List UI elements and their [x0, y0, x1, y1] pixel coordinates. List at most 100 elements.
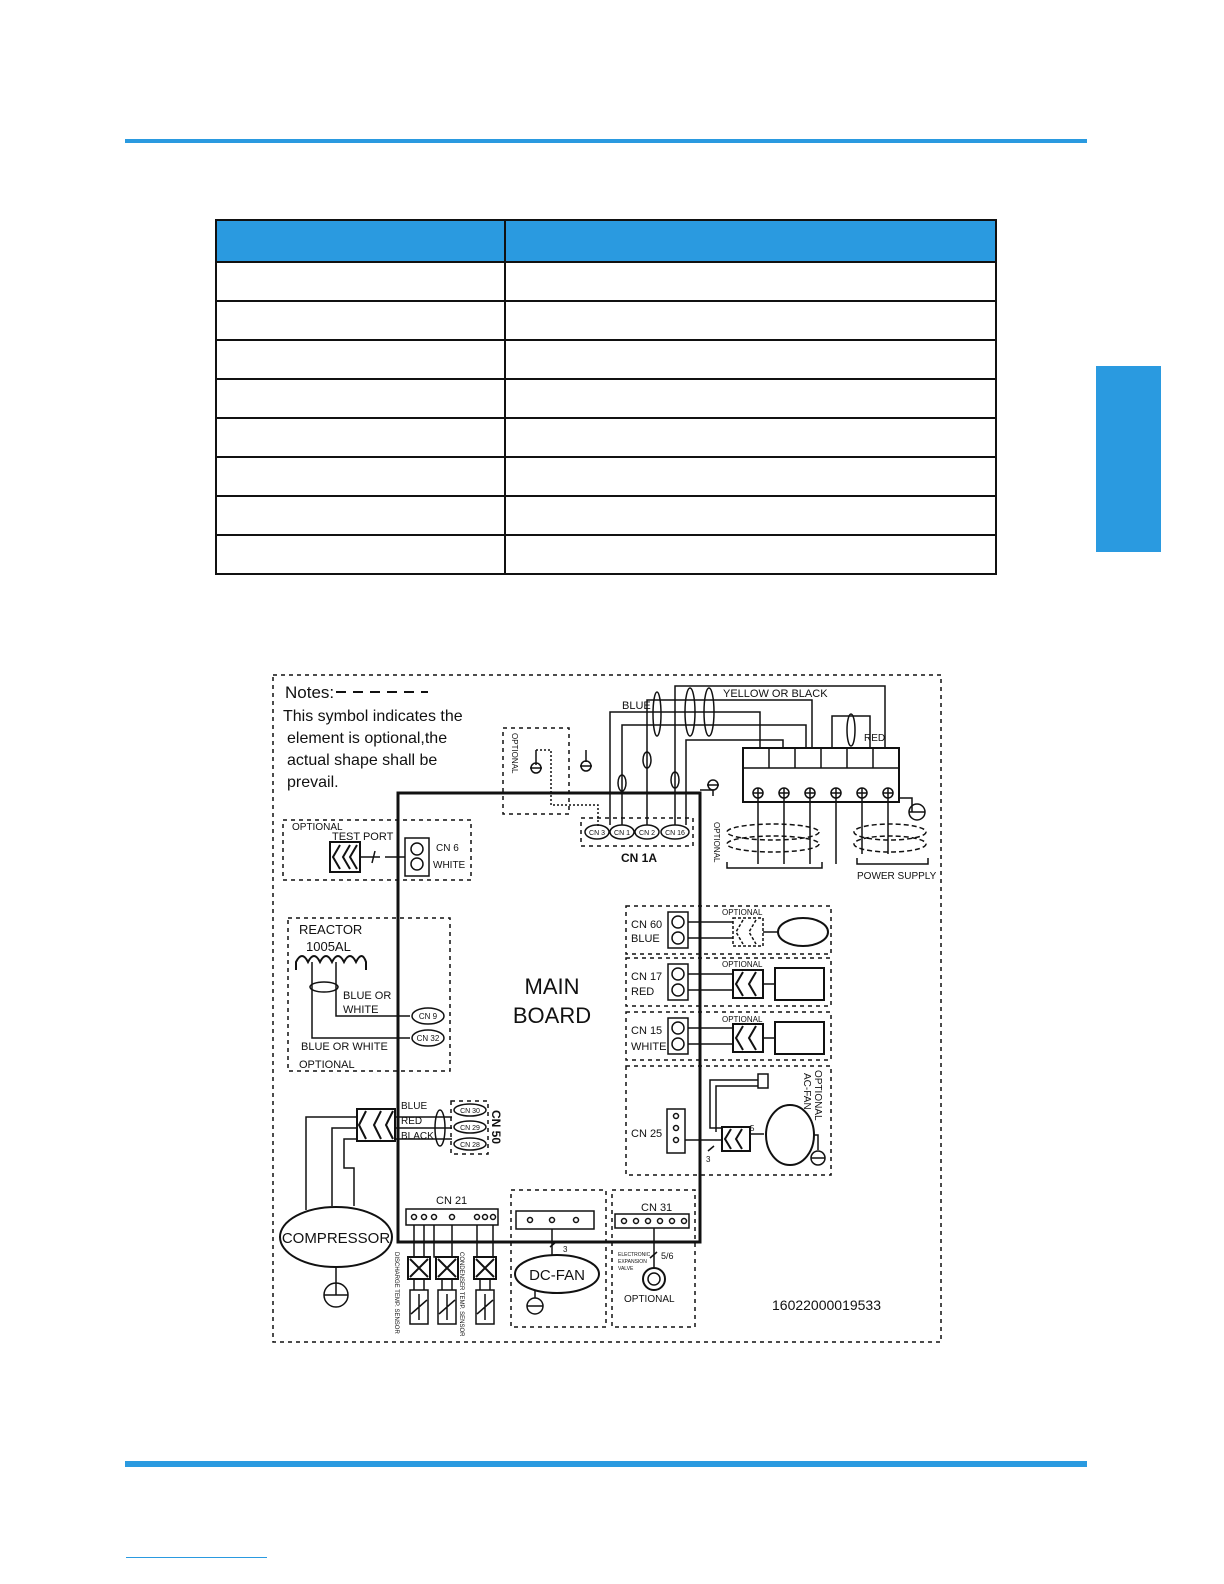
sensor-connector [473, 1256, 497, 1280]
connector-cn3 [584, 824, 610, 840]
notes-line: prevail. [287, 774, 339, 791]
reactor-model-label: 1005AL [306, 939, 351, 954]
connector-label: CN 30 [460, 1108, 480, 1115]
connector-cn21 [405, 1208, 499, 1226]
ground-icon [908, 803, 926, 821]
reactor-label: REACTOR [299, 922, 362, 937]
connector-label: CN 25 [631, 1128, 662, 1140]
optional-cn60-box [625, 905, 832, 955]
power-supply-label: POWER SUPPLY [857, 871, 937, 882]
table-row [215, 534, 997, 575]
cable-bundle [853, 823, 927, 841]
connector-label: CN 1 [614, 830, 630, 837]
optional-cn17-box [625, 957, 832, 1007]
terminal-screw [830, 787, 842, 799]
connector-label: CN 6 [436, 843, 459, 854]
wire-color-label: BLUE OR [343, 990, 391, 1002]
table-row [215, 495, 997, 536]
notes-line: actual shape shall be [287, 752, 437, 769]
wire-bundle-marker [846, 713, 856, 747]
connector-label: CN 28 [460, 1142, 480, 1149]
dc-fan-box [510, 1189, 607, 1328]
optional-testport-box [282, 819, 472, 881]
footer-link-underline[interactable] [126, 1557, 267, 1558]
ground-icon [323, 1282, 349, 1308]
table-cell [504, 378, 997, 419]
optional-component-box [774, 1021, 825, 1055]
connector-cn30 [453, 1103, 487, 1117]
wire-color-label: RED [864, 733, 885, 744]
eev-box [611, 1189, 696, 1328]
section-side-tab[interactable] [1096, 366, 1161, 552]
optional-label: OPTIONAL [510, 733, 519, 774]
dc-fan-label: DC-FAN [529, 1267, 585, 1284]
terminal-screw [752, 787, 764, 799]
connector-dcfan [515, 1210, 595, 1230]
optional-label: OPTIONAL [812, 1070, 823, 1121]
wire-ferrite [642, 751, 652, 769]
cn50-group [450, 1100, 489, 1155]
sensor-label: CONDENSER TEMP. SENSOR [458, 1252, 464, 1337]
optional-label: OPTIONAL [624, 1294, 675, 1305]
wire-count-label: 3 [706, 1155, 711, 1164]
wire-bundle-marker [684, 687, 696, 737]
table-header-row [215, 219, 997, 263]
reactor-box [287, 917, 451, 1072]
optional-component-oval [777, 917, 829, 947]
table-cell [215, 534, 506, 575]
wire-color-label: WHITE [433, 860, 466, 871]
wire-count-label: 5/6 [661, 1251, 674, 1261]
connector-cn28 [453, 1137, 487, 1151]
connector-cn60 [667, 911, 689, 949]
ac-fan-motor [765, 1104, 815, 1166]
connector-cn25 [666, 1108, 686, 1154]
ac-fan-label: AC-FAN [801, 1073, 812, 1110]
optional-label: OPTIONAL [712, 822, 721, 863]
wire-bundle-marker [703, 687, 715, 737]
spec-table [215, 219, 997, 575]
diagram-frame [272, 674, 942, 1343]
table-row [215, 417, 997, 458]
table-cell [504, 300, 997, 341]
terminal-screw [778, 787, 790, 799]
connector-label: CN 21 [436, 1195, 467, 1207]
reactor-coil [295, 955, 367, 970]
connector-label: CN 32 [417, 1034, 440, 1043]
table-cell [504, 495, 997, 536]
discharge-temp-sensor [409, 1289, 429, 1325]
table-cell [504, 261, 997, 302]
ground-icon [530, 762, 542, 774]
sensor-label: DISCHARGE TEMP. SENSOR [393, 1252, 399, 1334]
optional-ground-wire [536, 749, 599, 826]
wire-count-label: 3 [563, 1245, 568, 1254]
table-header-cell [504, 219, 997, 263]
connector-group-label: CN 50 [489, 1110, 503, 1144]
ground-icon [526, 1297, 544, 1315]
notes-line: This symbol indicates the [283, 708, 463, 725]
optional-label: OPTIONAL [722, 960, 763, 969]
table-cell [504, 339, 997, 380]
wire-color-label: WHITE [631, 1041, 666, 1053]
optional-component-box [774, 967, 825, 1001]
test-port-label: TEST PORT [332, 831, 394, 843]
optional-label: OPTIONAL [292, 822, 343, 833]
table-row [215, 378, 997, 419]
wire-color-label: RED [631, 986, 654, 998]
optional-cn15-box [625, 1011, 832, 1061]
terminal-screw [856, 787, 868, 799]
main-board-label: BOARD [513, 1003, 591, 1028]
part-number: 16022000019533 [772, 1297, 881, 1313]
wire-bundle-marker [652, 691, 662, 737]
table-row [215, 339, 997, 380]
ground-icon [810, 1150, 826, 1166]
connector-cn32 [411, 1029, 445, 1047]
compressor-connector [356, 1108, 396, 1142]
ground-icon [580, 760, 592, 772]
wire-color-label: WHITE [343, 1004, 378, 1016]
connector-label: CN 3 [589, 830, 605, 837]
footer-rule [125, 1461, 1087, 1467]
cable-bundle [726, 823, 820, 841]
table-cell [504, 534, 997, 575]
table-cell [215, 378, 506, 419]
header-rule [125, 139, 1087, 143]
